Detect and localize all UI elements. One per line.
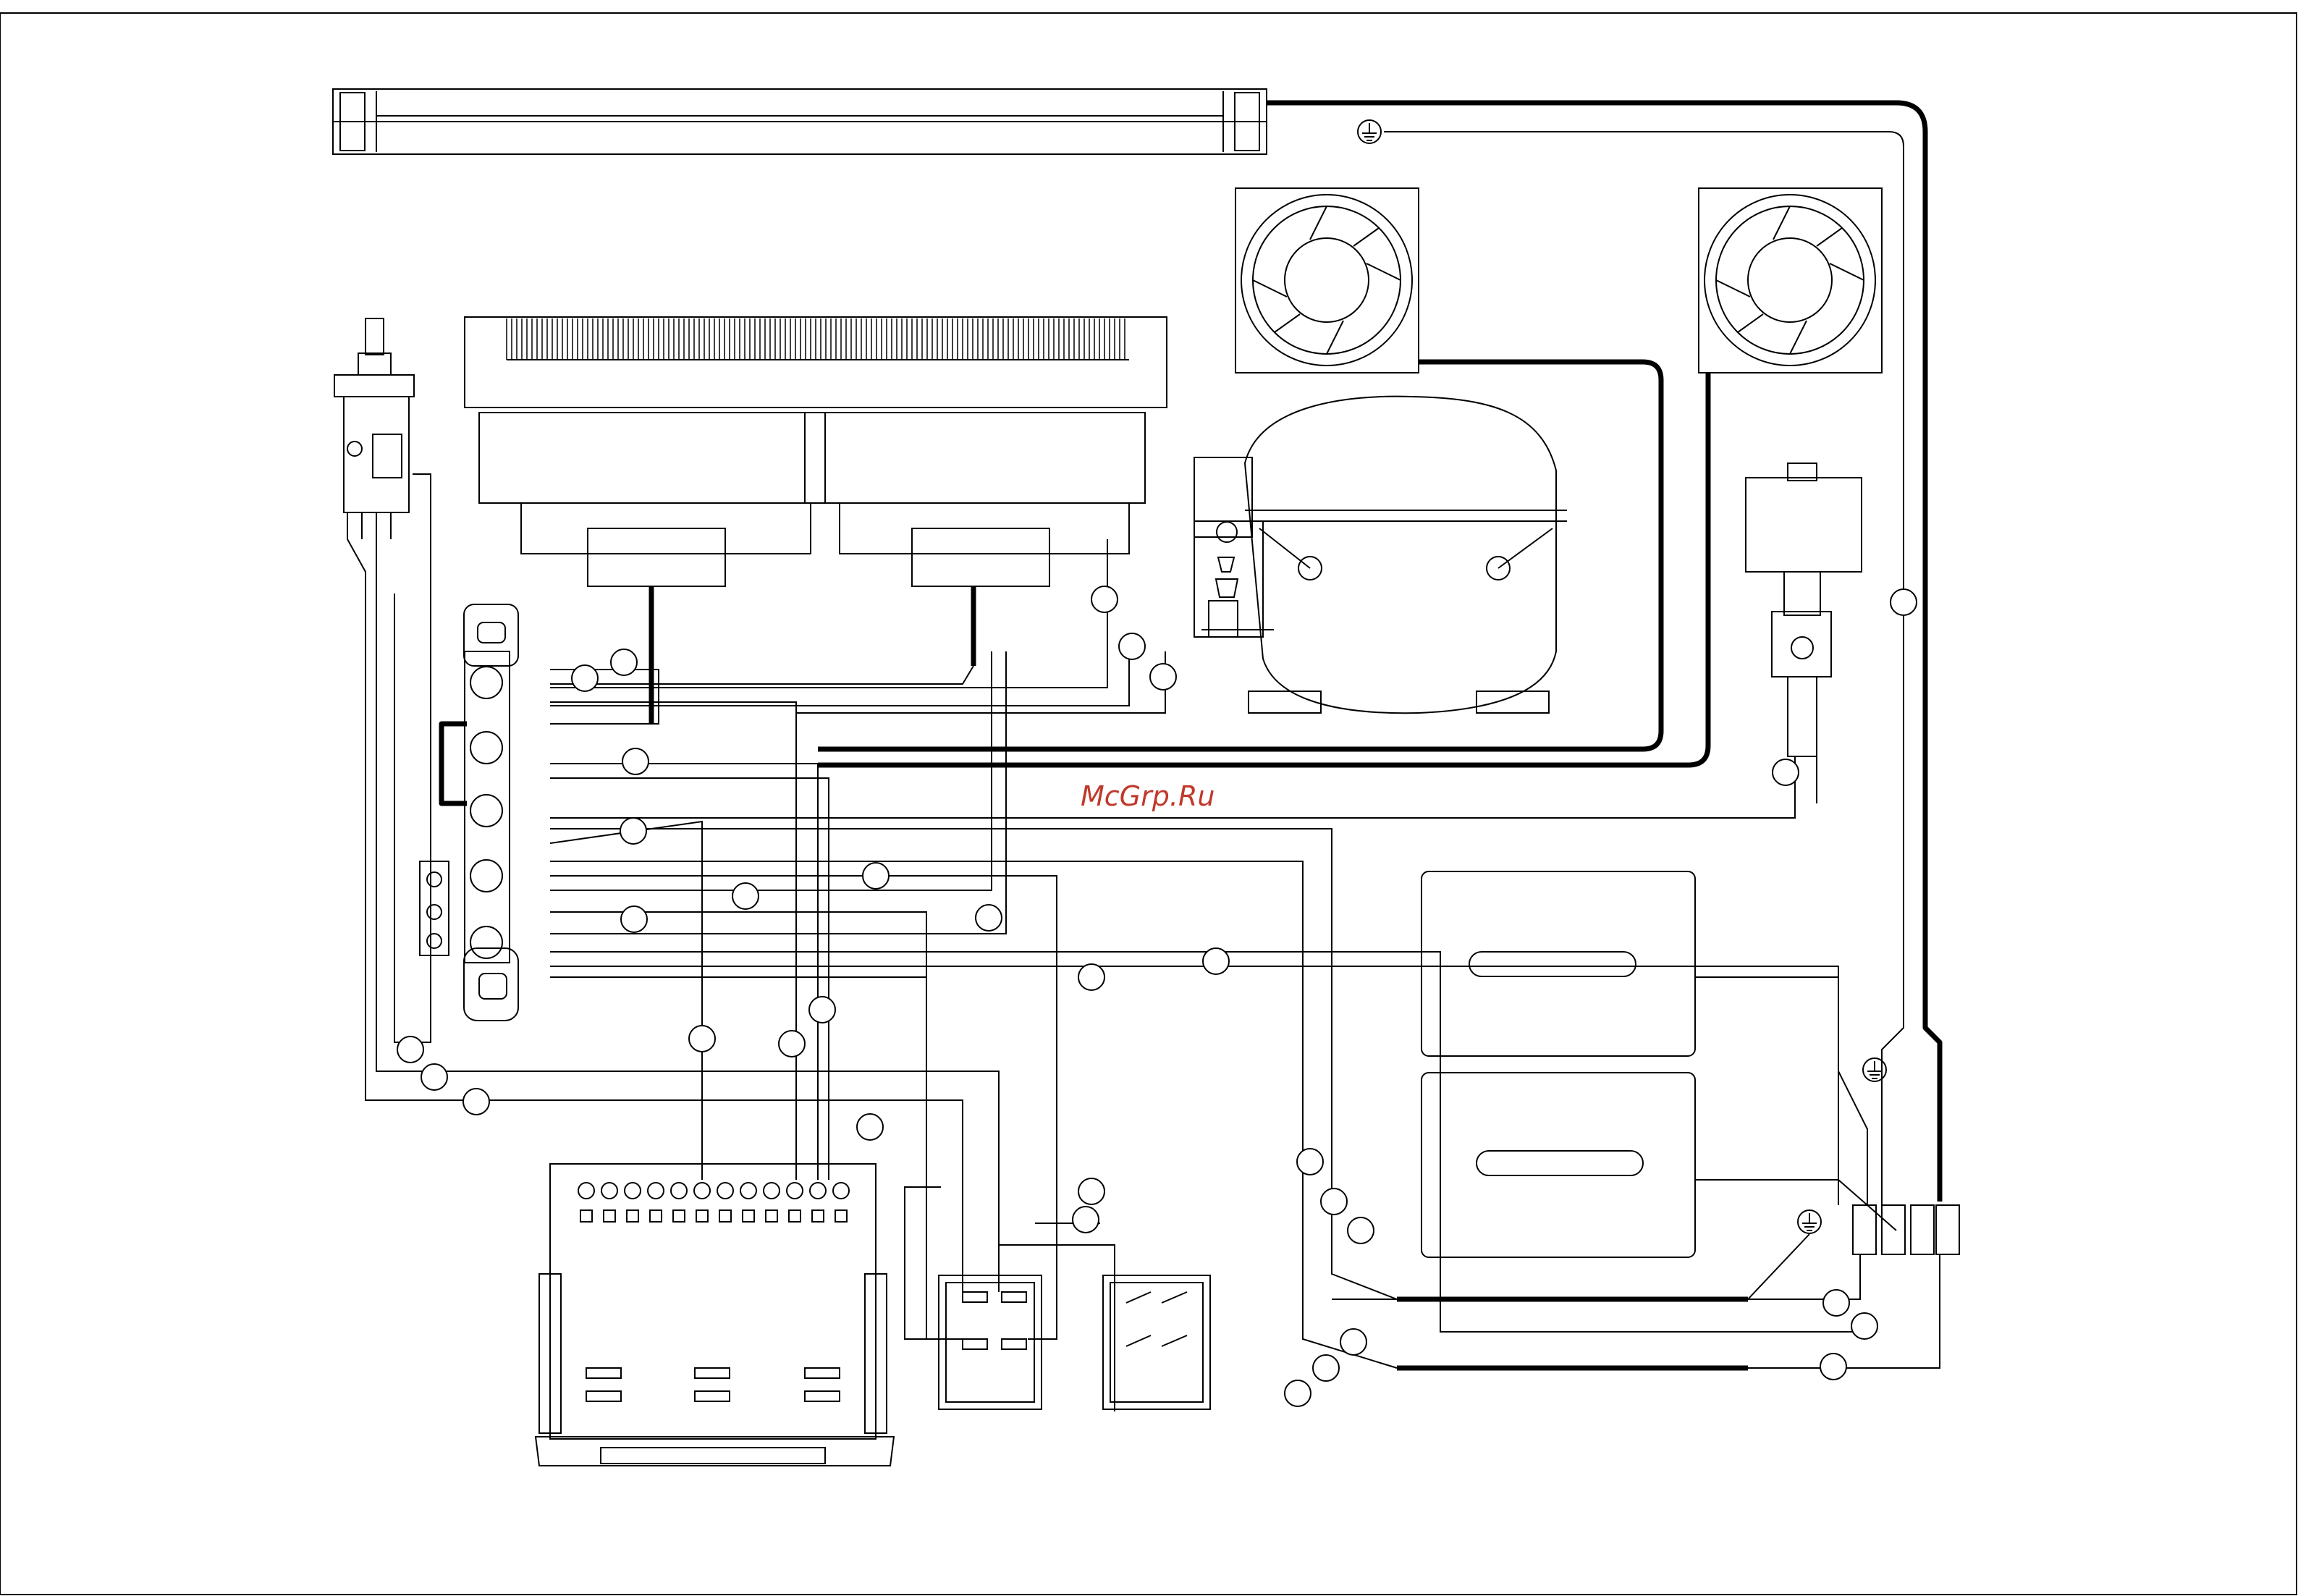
controller-pin — [696, 1210, 708, 1222]
controller-terminal — [787, 1183, 803, 1199]
watermark: McGrp.Ru — [1081, 780, 1215, 812]
wire-junction — [611, 649, 637, 675]
earth-top — [1358, 120, 1381, 143]
wire-junction — [1150, 664, 1176, 690]
power-terminals — [1853, 1205, 1959, 1254]
controller-terminal — [671, 1183, 687, 1199]
earth-bottom — [1798, 1210, 1821, 1233]
wire-junction — [863, 863, 889, 889]
temperature-probe — [1746, 463, 1862, 756]
controller-pin — [580, 1210, 592, 1222]
controller-terminal — [833, 1183, 849, 1199]
wire-junction — [857, 1114, 883, 1140]
earth-right — [1863, 1058, 1886, 1081]
wire-junction — [421, 1064, 447, 1090]
wire-junction — [463, 1089, 489, 1115]
thin-wires — [347, 132, 1940, 1411]
controller-pin — [766, 1210, 777, 1222]
controller-terminals — [578, 1183, 849, 1222]
fan-right — [1699, 188, 1882, 373]
wire-junction — [572, 665, 598, 691]
heating-panel-bottom — [1422, 1073, 1695, 1257]
controller-terminal — [625, 1183, 641, 1199]
controller-pin — [743, 1210, 754, 1222]
wire-junction — [1078, 964, 1104, 990]
controller-pin — [812, 1210, 824, 1222]
heater-fins — [507, 318, 1125, 360]
wire-junction — [397, 1036, 423, 1063]
switch — [334, 318, 414, 539]
wire-junction — [1285, 1380, 1311, 1406]
wire-junction — [1820, 1354, 1846, 1380]
relay-right — [1103, 1275, 1210, 1409]
controller-pin — [604, 1210, 615, 1222]
controller-terminal — [740, 1183, 756, 1199]
wire-junction — [689, 1026, 715, 1052]
controller-pin — [650, 1210, 662, 1222]
wire-junction — [1297, 1149, 1323, 1175]
controller-terminal — [648, 1183, 664, 1199]
wire-junction — [1203, 948, 1229, 974]
wire-junction — [1091, 586, 1118, 612]
controller-pin — [789, 1210, 801, 1222]
wire-junction — [621, 906, 647, 932]
wire-junction — [620, 818, 646, 844]
controller-terminal — [578, 1183, 594, 1199]
wire-junction — [622, 748, 649, 774]
thick-wires — [442, 103, 1940, 1368]
controller-terminal — [764, 1183, 780, 1199]
wire-junction — [1313, 1355, 1339, 1381]
wire-junction — [809, 997, 835, 1023]
wire-junction — [1119, 633, 1145, 659]
controller-terminal — [810, 1183, 826, 1199]
wire-junction — [732, 883, 759, 909]
wire-junction — [1321, 1188, 1347, 1215]
wire-junction — [1773, 759, 1799, 785]
wire-junction — [1073, 1207, 1099, 1233]
wire-junction — [1851, 1313, 1877, 1339]
wire-junction — [1340, 1329, 1366, 1355]
controller-terminal — [694, 1183, 710, 1199]
controller-pin — [719, 1210, 731, 1222]
wire-junction — [1348, 1217, 1374, 1244]
wire-junction — [779, 1031, 805, 1057]
compressor — [1194, 397, 1567, 714]
controller-pin — [673, 1210, 685, 1222]
terminal-block — [420, 604, 518, 1021]
wire-junction — [976, 905, 1002, 931]
wire-junctions — [397, 586, 1917, 1406]
wire-junction — [1891, 589, 1917, 615]
controller-terminal — [601, 1183, 617, 1199]
wire-junction — [1823, 1290, 1849, 1316]
heating-panel-top — [1422, 871, 1695, 1056]
controller — [536, 1164, 894, 1466]
fan-left — [1235, 188, 1419, 373]
wire-junction — [1078, 1178, 1104, 1204]
lamp — [333, 89, 1267, 154]
relay-left — [939, 1275, 1042, 1409]
controller-pin — [835, 1210, 847, 1222]
controller-pin — [627, 1210, 638, 1222]
controller-terminal — [717, 1183, 733, 1199]
